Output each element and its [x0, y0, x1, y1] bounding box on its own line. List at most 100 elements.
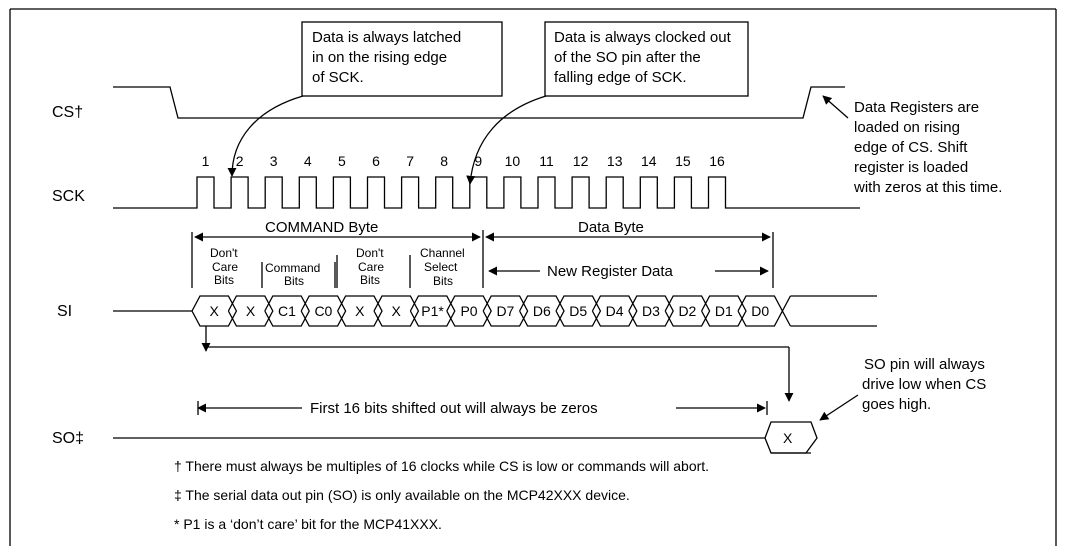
si-cell-outline [191, 295, 238, 327]
si-cell-label: D6 [533, 303, 551, 319]
si-cell-label: X [355, 303, 365, 319]
clock-number: 6 [372, 153, 380, 169]
sck-waveform [113, 176, 860, 209]
si-cell-label: P1* [421, 303, 444, 319]
si-cell-label: X [246, 303, 256, 319]
footnote-2: ‡ The serial data out pin (SO) is only a… [174, 487, 630, 503]
si-cell-outline [664, 295, 711, 327]
group-dont-care-1: Don't Care Bits [210, 246, 238, 287]
clock-number: 5 [338, 153, 346, 169]
si-cell-label: X [392, 303, 402, 319]
callout-latch-box [301, 21, 503, 97]
clock-number: 16 [709, 153, 725, 169]
command-byte-label: COMMAND Byte [265, 219, 378, 236]
dc2-line-2: Care [358, 260, 384, 274]
signal-sck-label: SCK [52, 188, 85, 205]
so-waveform [113, 421, 818, 454]
si-tail-down [781, 310, 791, 327]
clock-number: 13 [607, 153, 623, 169]
dc1-line-2: Care [212, 260, 238, 274]
clock-number: 4 [304, 153, 312, 169]
si-cell-outline [482, 295, 529, 327]
si-cell-label: D2 [678, 303, 696, 319]
cs-bits-line-1: Channel [420, 246, 465, 260]
clock-number: 11 [539, 153, 554, 169]
cs-bits-line-3: Bits [433, 274, 453, 288]
callout-clockout-box [544, 21, 749, 97]
group-dont-care-2: Don't Care Bits [356, 246, 384, 287]
si-cell-outline [227, 295, 274, 327]
so-note-line-1: SO pin will always [864, 356, 985, 373]
si-cell-label: P0 [460, 303, 477, 319]
so-shift-label: First 16 bits shifted out will always be… [310, 400, 598, 417]
si-cell-label: D7 [496, 303, 514, 319]
so-label-bg [302, 398, 676, 418]
si-cell-outline [701, 295, 747, 327]
si-cell-outline [337, 295, 383, 327]
dc2-line-3: Bits [360, 273, 380, 287]
si-tail-up [781, 295, 791, 312]
dc1-line-3: Bits [214, 273, 234, 287]
cs-note-line-1: Data Registers are [854, 99, 979, 116]
cs-note-line-4: register is loaded [854, 159, 968, 176]
cs-bits-line-2: Select [424, 260, 458, 274]
clock-number: 14 [641, 153, 657, 169]
so-note-line-3: goes high. [862, 396, 931, 413]
si-cell-label: D4 [606, 303, 624, 319]
clock-number: 12 [573, 153, 589, 169]
si-cell-label: X [210, 303, 220, 319]
new-register-data-label: New Register Data [547, 263, 674, 280]
clock-number: 7 [406, 153, 414, 169]
signal-si-label: SI [57, 303, 72, 320]
callout-clockout-line-2: of the SO pin after the [554, 49, 701, 66]
so-note-line-2: drive low when CS [862, 376, 986, 393]
callout-latch-line-3: of SCK. [312, 69, 364, 86]
si-cell-label: D1 [715, 303, 733, 319]
callout-latch-line-1: Data is always latched [312, 29, 461, 46]
signal-cs-label: CS† [52, 104, 83, 121]
si-cell-outline [409, 295, 456, 327]
cs-waveform [113, 86, 845, 119]
clock-number: 1 [202, 153, 210, 169]
si-cell-outline [264, 295, 310, 327]
callout-latch-line-2: in on the rising edge [312, 49, 447, 66]
cmd-line-1: Command [265, 261, 320, 275]
cs-note: Data Registers are loaded on rising edge… [853, 99, 1002, 196]
callout-clockout-arrow [466, 95, 547, 185]
dc2-line-1: Don't [356, 246, 384, 260]
dc1-line-1: Don't [210, 246, 238, 260]
si-cell-outline [591, 295, 638, 327]
si-cell-outline [519, 295, 565, 327]
so-note: SO pin will always drive low when CS goe… [862, 356, 986, 413]
si-cell-outline [628, 295, 674, 327]
so-note-pointer [819, 394, 859, 421]
si-cell-label: D0 [751, 303, 769, 319]
si-cell-label: C1 [278, 303, 296, 319]
clock-number: 10 [505, 153, 521, 169]
si-cell-outline [446, 295, 492, 327]
so-cell: X [783, 430, 793, 446]
footnote-1: † There must always be multiples of 16 c… [174, 458, 709, 474]
si-cell-outline [373, 295, 420, 327]
group-command-bits: Command Bits [265, 261, 320, 288]
clock-number: 15 [675, 153, 691, 169]
si-cell-outline [555, 295, 602, 327]
signal-so-label: SO‡ [52, 430, 84, 447]
clock-number: 8 [440, 153, 448, 169]
data-byte-label: Data Byte [578, 219, 644, 236]
group-channel-select: Channel Select Bits [420, 246, 465, 288]
callout-clockout-line-3: falling edge of SCK. [554, 69, 687, 86]
footnote-3: * P1 is a ‘don’t care’ bit for the MCP41… [174, 516, 442, 532]
callout-clockout-line-1: Data is always clocked out [554, 29, 732, 46]
cmd-line-2: Bits [284, 274, 304, 288]
cs-note-pointer [822, 95, 849, 119]
clock-number: 2 [236, 153, 244, 169]
si-cell-outline [300, 295, 347, 327]
clock-number: 3 [270, 153, 278, 169]
cs-note-line-2: loaded on rising [854, 119, 960, 136]
cs-note-line-3: edge of CS. Shift [854, 139, 968, 156]
si-cell-label: D5 [569, 303, 587, 319]
